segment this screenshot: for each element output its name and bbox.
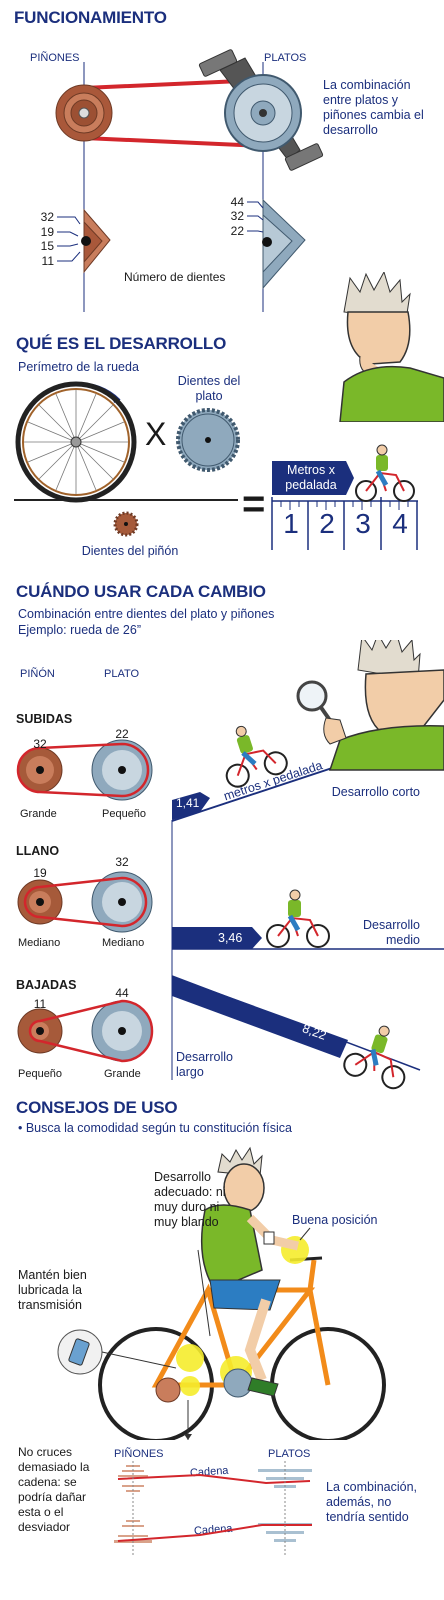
row-bajadas-name: BAJADAS bbox=[16, 978, 77, 992]
chain-crossed-bottom bbox=[117, 1524, 312, 1542]
lubricada-label: Mantén bien lubricada la transmisión bbox=[18, 1268, 87, 1312]
row-llano-plato-size: Mediano bbox=[102, 937, 145, 949]
row-bajadas-pinon: 11 bbox=[33, 997, 47, 1011]
consejos-bullet: • Busca la comodidad según tu constituci… bbox=[18, 1121, 292, 1135]
pinones-label: PIÑONES bbox=[30, 52, 80, 64]
row-llano-result: Desarrollo medio bbox=[363, 918, 420, 947]
desarrollo-adecuado-label: Desarrollo adecuado: ni muy duro ni muy … bbox=[154, 1170, 226, 1229]
row-llano-name: LLANO bbox=[16, 844, 60, 858]
row-bajadas-plato-size: Grande bbox=[104, 1068, 141, 1080]
row-llano-pinon-size: Mediano bbox=[18, 937, 61, 949]
climb-value-banner bbox=[172, 792, 210, 820]
section-title-cambio: CUÁNDO USAR CADA CAMBIO bbox=[16, 582, 266, 601]
pinion-teeth-32: 32 bbox=[40, 210, 54, 224]
flat-value-banner bbox=[172, 927, 262, 949]
perimetro-label: Perímetro de la rueda bbox=[18, 360, 139, 374]
pinion-teeth-19: 19 bbox=[40, 225, 54, 239]
scale-3: 3 bbox=[355, 508, 371, 539]
row-llano-plato: 32 bbox=[115, 855, 129, 869]
bicycle-wheel bbox=[15, 381, 137, 503]
row-subidas-value: 1,41 bbox=[176, 796, 200, 810]
row-subidas-plato: 22 bbox=[115, 727, 129, 741]
no-cruces-label: No cruces demasiado la cadena: se podría… bbox=[18, 1445, 90, 1534]
plate-teeth-22: 22 bbox=[230, 224, 244, 238]
times-sign: X bbox=[145, 416, 167, 452]
highlight-transmission bbox=[176, 1344, 204, 1372]
teeth-caption: Número de dientes bbox=[124, 270, 226, 284]
row-bajadas-pinon-size: Pequeño bbox=[18, 1068, 63, 1080]
crankset bbox=[198, 49, 324, 171]
plate-stack-side bbox=[262, 198, 306, 290]
transmission-diagram bbox=[55, 49, 324, 312]
cambio-subtitle-2: Ejemplo: rueda de 26” bbox=[18, 623, 141, 637]
dientes-pinon-label: Dientes del piñón bbox=[81, 544, 179, 558]
buena-posicion-label: Buena posición bbox=[292, 1213, 378, 1227]
chain-pinones-label: PIÑONES bbox=[114, 1448, 164, 1460]
row-subidas-pinon-size: Grande bbox=[20, 808, 57, 820]
col-pinon-header: PIÑÓN bbox=[20, 668, 55, 680]
row-subidas-pinon: 32 bbox=[33, 737, 47, 751]
pinion-teeth-15: 15 bbox=[40, 239, 54, 253]
descent-value-banner bbox=[172, 976, 348, 1058]
bike-frame bbox=[151, 1259, 331, 1388]
chain-platos-label: PLATOS bbox=[268, 1448, 311, 1460]
scale-2: 2 bbox=[319, 508, 335, 539]
metros-label: Metros x pedalada bbox=[285, 463, 337, 492]
rider-llano bbox=[266, 889, 330, 948]
scale-4: 4 bbox=[392, 508, 408, 539]
plate-teeth-44: 44 bbox=[230, 195, 244, 209]
cyclist-illustration bbox=[57, 1146, 386, 1440]
section-title-funcionamiento: FUNCIONAMIENTO bbox=[14, 8, 167, 27]
sentido-label: La combinación, además, no tendría senti… bbox=[326, 1480, 418, 1524]
pinion-leader-lines bbox=[57, 216, 81, 262]
pinion-cassette bbox=[55, 84, 113, 142]
plate-teeth-32: 32 bbox=[230, 209, 244, 223]
row-bajadas-plato: 44 bbox=[115, 986, 129, 1000]
row-bajadas-result: Desarrollo largo bbox=[176, 1050, 233, 1079]
spray-can-icon bbox=[57, 1329, 177, 1375]
row-llano-pinon: 19 bbox=[33, 866, 47, 880]
small-rider bbox=[355, 444, 415, 502]
metros-banner bbox=[272, 461, 354, 495]
pinion-stack-side bbox=[81, 208, 111, 274]
gear-usage-diagram bbox=[16, 640, 444, 1090]
thinking-man-illustration bbox=[339, 272, 444, 422]
llano-gears bbox=[17, 871, 153, 933]
rider-bajadas bbox=[343, 1025, 406, 1090]
combination-note: La combinación entre platos y piñones ca… bbox=[323, 78, 424, 137]
chain-crossed-top bbox=[117, 1473, 311, 1485]
chain-crossing-diagram bbox=[114, 1461, 312, 1555]
subidas-gears bbox=[16, 739, 153, 801]
section-title-consejos: CONSEJOS DE USO bbox=[16, 1098, 178, 1117]
platos-label: PLATOS bbox=[264, 52, 307, 64]
pinion-teeth-11: 11 bbox=[41, 254, 54, 268]
plate-leader-lines bbox=[247, 201, 264, 233]
pinion-gear bbox=[113, 511, 139, 537]
scale-ticks bbox=[271, 497, 418, 550]
row-subidas-plato-size: Pequeño bbox=[102, 808, 147, 820]
equals-sign: = bbox=[242, 482, 266, 526]
section-title-desarrollo: QUÉ ES EL DESARROLLO bbox=[16, 334, 227, 353]
row-subidas-name: SUBIDAS bbox=[16, 712, 73, 726]
col-plato-header: PLATO bbox=[104, 668, 140, 680]
rider-subidas bbox=[225, 725, 288, 788]
desarrollo-formula bbox=[14, 381, 418, 550]
row-llano-value: 3,46 bbox=[218, 931, 243, 945]
cambio-subtitle-1: Combinación entre dientes del plato y pi… bbox=[18, 607, 275, 621]
scale-minor-ticks bbox=[280, 501, 409, 510]
plate-gear bbox=[176, 408, 240, 472]
bajadas-gears bbox=[17, 999, 154, 1063]
man-with-magnifier-illustration bbox=[296, 640, 444, 771]
row-subidas-result: Desarrollo corto bbox=[331, 785, 420, 799]
dientes-plato-label: Dientes del plato bbox=[177, 374, 241, 403]
scale-1: 1 bbox=[283, 508, 299, 539]
